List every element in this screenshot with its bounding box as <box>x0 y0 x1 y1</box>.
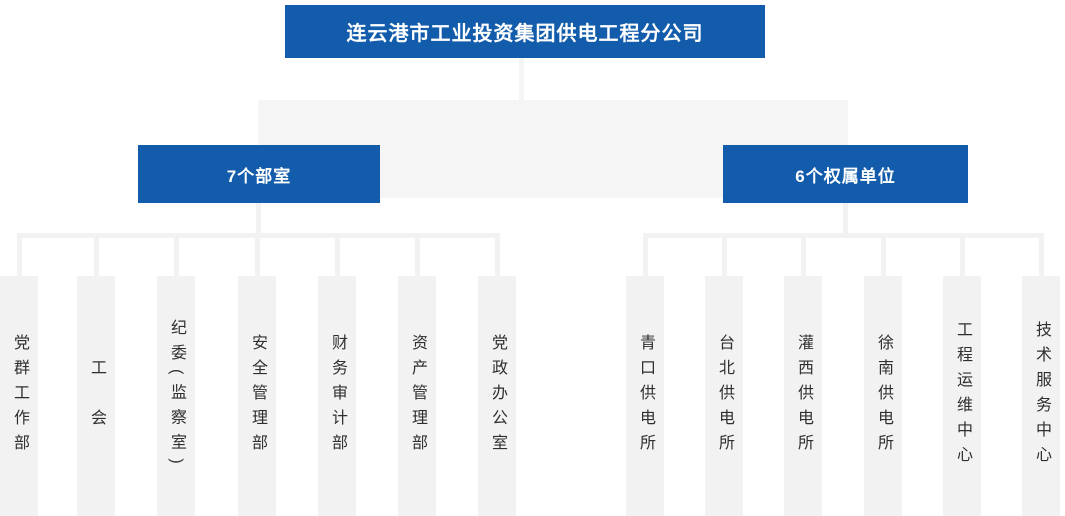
connector-leaf-drop <box>94 238 99 276</box>
leaf-node: 徐南供电所 <box>864 276 902 516</box>
org-root-label: 连云港市工业投资集团供电工程分公司 <box>346 23 704 45</box>
leaf-node: 党群工作部 <box>0 276 38 516</box>
connector-leaf-drop <box>722 238 727 276</box>
leaf-node-label: 台北供电所 <box>716 333 733 459</box>
leaf-node: 工程运维中心 <box>943 276 981 516</box>
leaf-node-label: 工程运维中心 <box>954 321 971 471</box>
connector-root-drop <box>519 58 524 101</box>
leaf-node-label: 工 会 <box>88 358 105 434</box>
leaf-node-label: 青口供电所 <box>637 333 654 459</box>
connector-leaf-drop <box>960 238 965 276</box>
leaf-node-label: 安全管理部 <box>249 333 266 459</box>
connector-leaf-drop <box>643 238 648 276</box>
connector-left-branch-drop <box>256 203 261 234</box>
connector-leaf-drop <box>801 238 806 276</box>
branch-departments-label: 7个部室 <box>226 166 292 186</box>
leaf-node: 台北供电所 <box>705 276 743 516</box>
connector-leaf-drop <box>335 238 340 276</box>
leaf-node: 纪委(监察室) <box>157 276 195 516</box>
leaf-node-label: 灌西供电所 <box>795 333 812 459</box>
leaf-node-label: 资产管理部 <box>409 333 426 459</box>
connector-right-branch-drop <box>843 203 848 234</box>
connector-leaf-drop <box>495 238 500 276</box>
leaf-node: 工 会 <box>77 276 115 516</box>
connector-leaf-drop <box>881 238 886 276</box>
branch-node-subsidiaries: 6个权属单位 <box>723 145 968 203</box>
connector-leaf-drop <box>17 238 22 276</box>
leaf-node: 安全管理部 <box>238 276 276 516</box>
org-root-node: 连云港市工业投资集团供电工程分公司 <box>285 5 765 58</box>
leaf-node-label: 徐南供电所 <box>875 333 892 459</box>
connector-leaf-drop <box>415 238 420 276</box>
leaf-node-label: 党群工作部 <box>11 333 28 459</box>
connector-leaf-drop <box>255 238 260 276</box>
leaf-node: 技术服务中心 <box>1022 276 1060 516</box>
leaf-node-label: 党政办公室 <box>489 333 506 459</box>
leaf-node: 灌西供电所 <box>784 276 822 516</box>
connector-right-horizontal <box>643 233 1044 238</box>
branch-node-departments: 7个部室 <box>138 145 380 203</box>
connector-leaf-drop <box>174 238 179 276</box>
leaf-node: 党政办公室 <box>478 276 516 516</box>
branch-subsidiaries-label: 6个权属单位 <box>795 166 896 186</box>
leaf-node: 财务审计部 <box>318 276 356 516</box>
connector-left-horizontal <box>17 233 500 238</box>
leaf-node-label: 纪委(监察室) <box>168 319 185 473</box>
leaf-node: 资产管理部 <box>398 276 436 516</box>
leaf-node-label: 技术服务中心 <box>1033 321 1050 471</box>
leaf-node-label: 财务审计部 <box>329 333 346 459</box>
leaf-node: 青口供电所 <box>626 276 664 516</box>
connector-leaf-drop <box>1039 238 1044 276</box>
